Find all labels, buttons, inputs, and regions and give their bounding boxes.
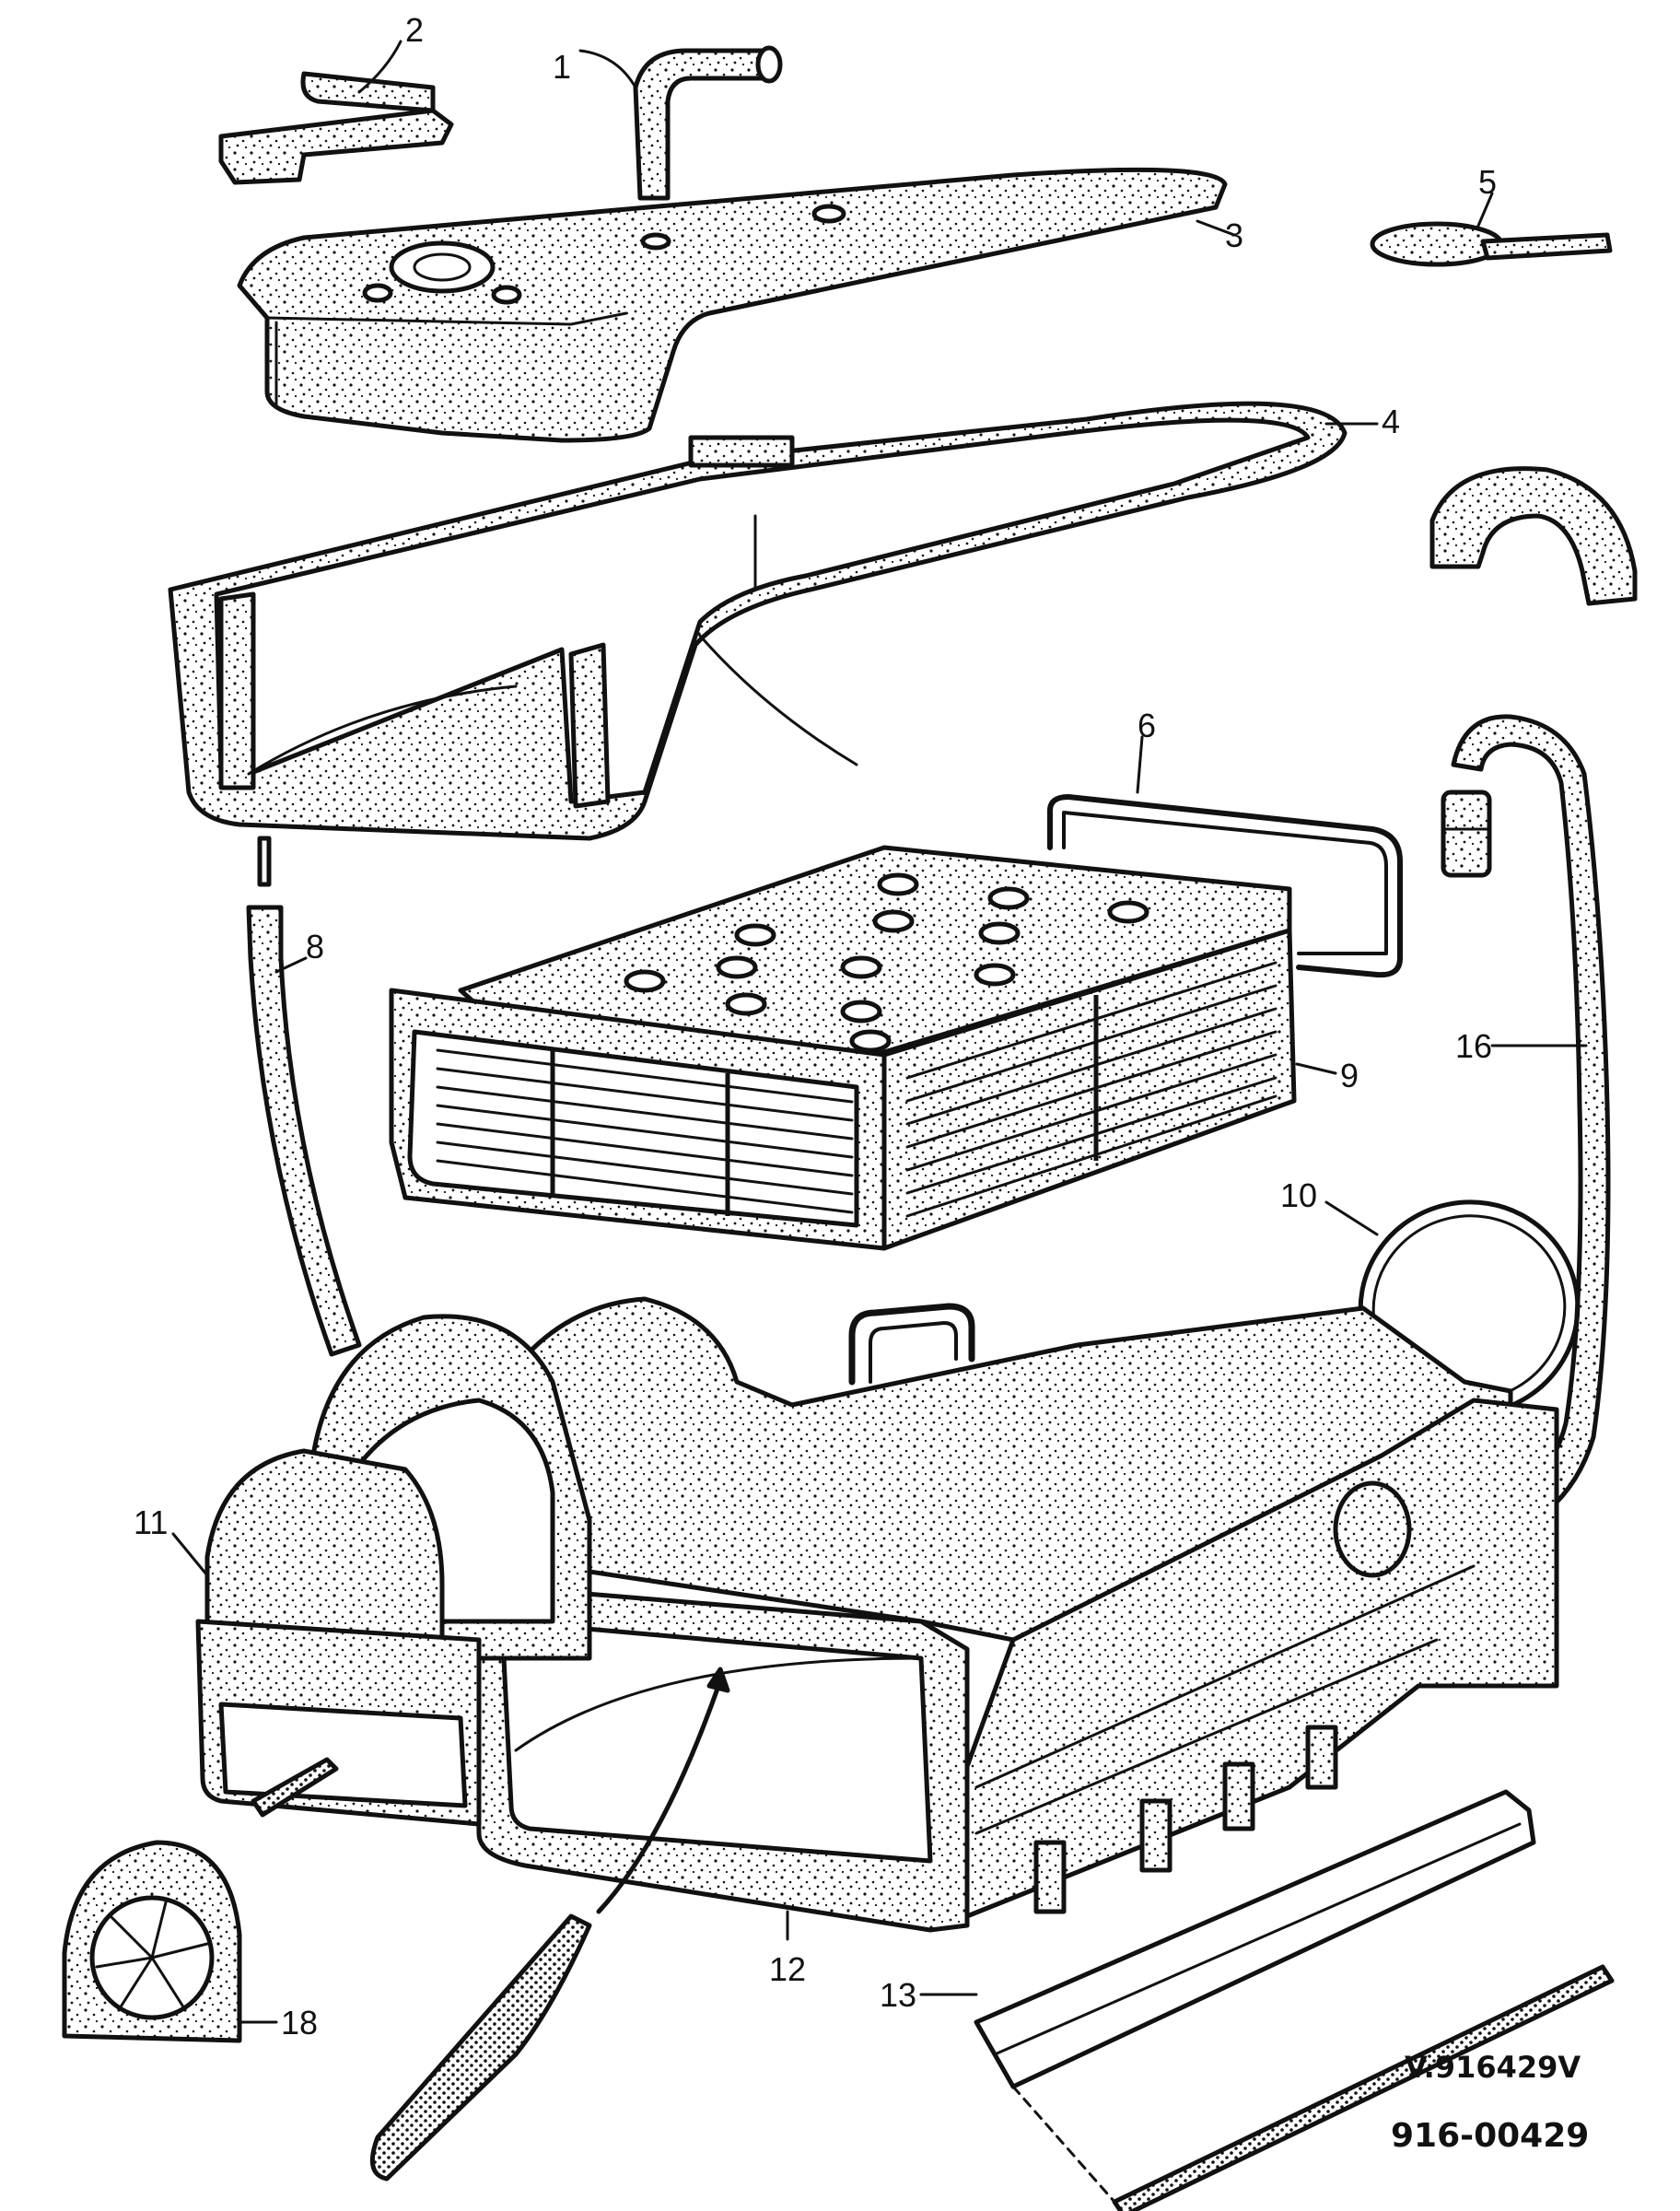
callout-18: 18 [281,2004,318,2041]
part-11-blower-housing [195,1314,592,1827]
callout-2: 2 [405,11,424,49]
callout-3: 3 [1225,216,1243,254]
heater-box-mount-tabs [1033,1725,1338,1914]
callout-13: 13 [880,1976,916,2014]
hose-clamp-upper [1429,466,1638,606]
callout-10: 10 [1280,1176,1317,1214]
u-handle [848,1303,975,1386]
part-8-drain-hose [246,836,362,1357]
part-13-seal-strip [974,1789,1615,2211]
callout-12: 12 [769,1950,806,1988]
callout-6: 6 [1138,707,1156,744]
duct-flap [369,1667,730,2182]
callout-labels: 1 2 3 4 5 6 8 9 10 11 12 13 16 18 [134,11,1497,2041]
callout-9: 9 [1340,1057,1359,1094]
heater-core-fins-front [436,1048,854,1214]
part-18-fan-cover [62,1840,242,2043]
part-5-plug [1370,221,1613,267]
leader-lines [171,40,1588,2024]
reference-code: V.916429V [1405,2050,1581,2085]
part-12-heater-box [458,1296,1559,1933]
part-4-housing-tray [168,401,1348,841]
part-2-bracket [218,71,454,185]
callout-16: 16 [1455,1027,1492,1065]
heater-core-tube-holes [624,872,1149,1053]
callout-5: 5 [1478,163,1497,201]
part-6-gasket [1047,794,1403,978]
callout-1: 1 [553,48,571,86]
part-number: 916-00429 [1391,2117,1589,2155]
part-1-hose-elbow [633,45,783,201]
callout-11: 11 [134,1503,168,1541]
heater-core-fins-side [905,961,1278,1218]
part-3-top-cover [237,167,1228,443]
callout-8: 8 [306,928,324,965]
fan-blades [95,1901,209,2010]
callout-4: 4 [1382,403,1400,440]
part-9-heater-core [389,845,1297,1251]
